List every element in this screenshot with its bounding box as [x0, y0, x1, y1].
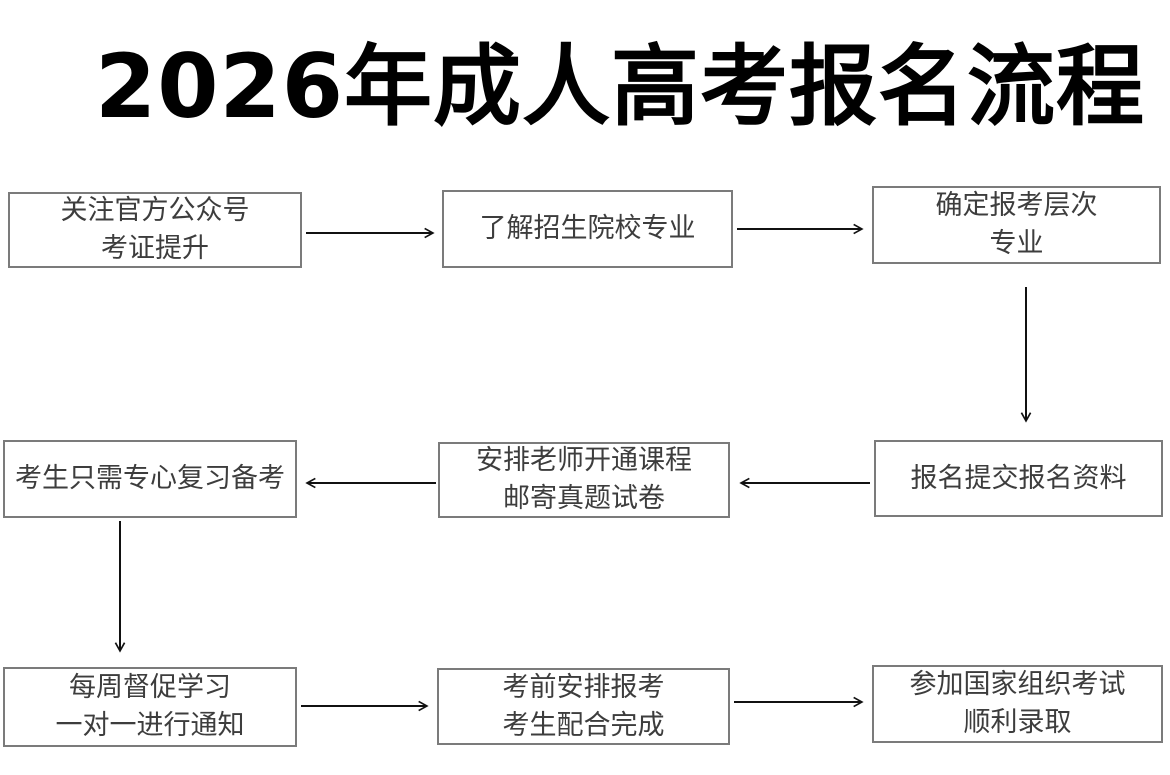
node-text-line: 确定报考层次 — [935, 190, 1098, 221]
node-text-line: 考生配合完成 — [502, 709, 665, 741]
page-title: 2026年成人高考报名流程 — [95, 35, 1145, 138]
node-text-line: 顺利录取 — [963, 707, 1072, 738]
node-text-line: 考前安排报考 — [502, 671, 665, 703]
node-text-line: 考生只需专心复习备考 — [15, 463, 285, 494]
node-text-line: 每周督促学习 — [69, 672, 231, 703]
node-text-line: 专业 — [989, 228, 1044, 259]
flow-node-learn-schools: 了解招生院校专业 — [442, 190, 733, 268]
node-text-line: 参加国家组织考试 — [909, 669, 1126, 700]
node-text-line: 考证提升 — [101, 233, 209, 264]
flow-node-pre-exam-arrangement: 考前安排报考 考生配合完成 — [437, 668, 730, 745]
node-text-line: 关注官方公众号 — [60, 195, 250, 226]
flow-node-choose-level: 确定报考层次 专业 — [872, 186, 1161, 264]
flow-node-take-exam-admission: 参加国家组织考试 顺利录取 — [872, 665, 1163, 743]
node-text-line: 报名提交报名资料 — [910, 462, 1127, 494]
flow-node-weekly-supervision: 每周督促学习 一对一进行通知 — [3, 667, 297, 747]
node-text-line: 安排老师开通课程 — [476, 445, 692, 476]
flow-node-submit-materials: 报名提交报名资料 — [874, 440, 1163, 517]
node-text-line: 邮寄真题试卷 — [503, 483, 665, 514]
flow-node-focus-review: 考生只需专心复习备考 — [3, 440, 297, 518]
flow-node-follow-account: 关注官方公众号 考证提升 — [8, 192, 302, 268]
flow-node-open-courses: 安排老师开通课程 邮寄真题试卷 — [438, 442, 730, 518]
node-text-line: 一对一进行通知 — [55, 710, 245, 741]
node-text-line: 了解招生院校专业 — [479, 213, 696, 244]
